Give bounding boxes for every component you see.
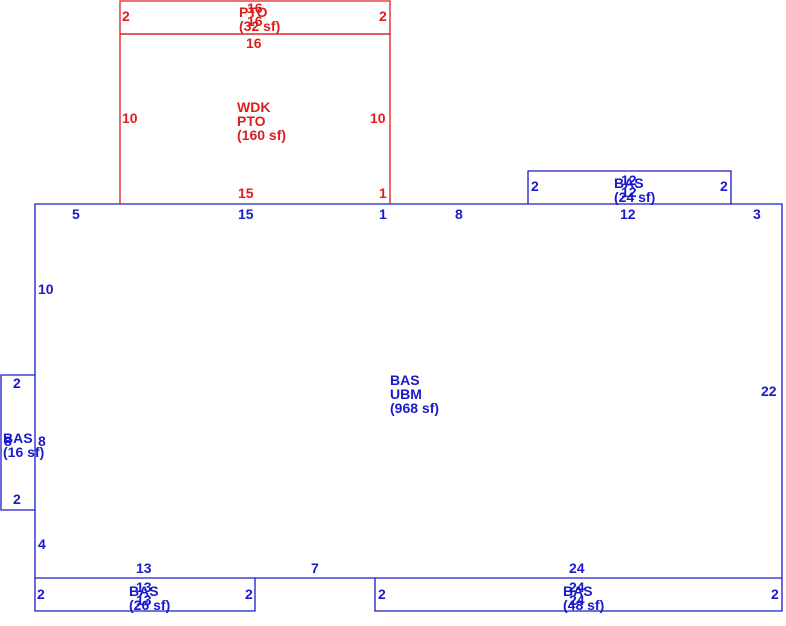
- bump-top-right: 12 BAS 12 (24 sf) 2 2: [527, 170, 732, 205]
- patio-area: 16 PTO 16 (32 sf) 2 2: [119, 0, 391, 35]
- main-dim-bottom-left: 13: [136, 560, 152, 576]
- patio-dim-top: 16: [247, 0, 263, 16]
- main-dim-bottom-mid: 7: [311, 560, 319, 576]
- main-dim-top-right-a: 8: [455, 206, 463, 222]
- bump-left-dim-side-b: 8: [38, 433, 46, 449]
- deck-sublabel: PTO: [237, 113, 266, 129]
- main-dim-left-lower: 4: [38, 536, 46, 552]
- bump-bottom-right-outline: [374, 578, 783, 612]
- bump-bottom-right-dim-top-b: 24: [569, 592, 585, 608]
- bump-left-outline: [0, 374, 35, 511]
- deck-label: WDK: [237, 99, 270, 115]
- deck-area: WDK PTO (160 sf) 16 10 10 15 1: [119, 33, 391, 204]
- main-area-label: BAS: [390, 372, 420, 388]
- bump-top-right-dim-left: 2: [531, 178, 539, 194]
- bump-bottom-left-outline: [34, 578, 256, 612]
- main-area-size: (968 sf): [390, 400, 439, 416]
- main-dim-right: 22: [761, 383, 777, 399]
- deck-dim-left: 10: [122, 110, 138, 126]
- main-area: BAS UBM (968 sf) 5 15 1 8 12 3 10 4 22 1…: [34, 203, 783, 579]
- patio-size: (32 sf): [239, 18, 280, 34]
- bump-bottom-right-size: (48 sf): [563, 597, 604, 613]
- bump-bottom-left-dim-right: 2: [245, 586, 253, 602]
- bump-bottom-right-dim-right: 2: [771, 586, 779, 602]
- patio-outline: [119, 0, 391, 35]
- deck-dim-bottom-a: 15: [238, 185, 254, 201]
- main-dim-top-right-b: 12: [620, 206, 636, 222]
- patio-label: PTO: [239, 4, 268, 20]
- bump-left-label: BAS: [3, 430, 33, 446]
- bump-bottom-right: 24 BAS 24 (48 sf) 2 2: [374, 578, 783, 613]
- bump-bottom-right-label: BAS: [563, 583, 593, 599]
- main-dim-top-mid2: 1: [379, 206, 387, 222]
- deck-dim-bottom-b: 1: [379, 185, 387, 201]
- deck-dim-top: 16: [246, 35, 262, 51]
- bump-left-dim-top: 2: [13, 375, 21, 391]
- main-dim-left-upper: 10: [38, 281, 54, 297]
- deck-dim-right: 10: [370, 110, 386, 126]
- bump-top-right-label: BAS: [614, 175, 644, 191]
- bump-bottom-right-dim-top: 24: [569, 579, 585, 595]
- main-dim-top-right-c: 3: [753, 206, 761, 222]
- bump-top-right-dim-top: 12: [621, 172, 637, 188]
- bump-bottom-left-dim-top: 13: [136, 579, 152, 595]
- bump-left-dim-side: 8: [4, 433, 12, 449]
- bump-left-dim-bottom: 2: [13, 491, 21, 507]
- bump-left-size: (16 sf): [3, 444, 44, 460]
- patio-dim-left: 2: [122, 8, 130, 24]
- main-dim-bottom-right: 24: [569, 560, 585, 576]
- main-dim-top-mid: 15: [238, 206, 254, 222]
- bump-bottom-left-dim-top-b: 13: [136, 592, 152, 608]
- bump-bottom-left-label: BAS: [129, 583, 159, 599]
- bump-bottom-left: 13 BAS 13 (26 sf) 2 2: [34, 578, 256, 613]
- bump-bottom-left-dim-left: 2: [37, 586, 45, 602]
- patio-dim-right: 2: [379, 8, 387, 24]
- bump-top-right-outline: [527, 170, 732, 204]
- patio-dim-top-b: 16: [247, 13, 263, 29]
- bump-bottom-left-size: (26 sf): [129, 597, 170, 613]
- bump-bottom-right-dim-left: 2: [378, 586, 386, 602]
- bump-top-right-size: (24 sf): [614, 189, 655, 205]
- bump-left: 2 BAS 8 8 (16 sf) 2: [0, 374, 46, 511]
- bump-top-right-dim-right: 2: [720, 178, 728, 194]
- bump-top-right-dim-top-b: 12: [621, 184, 637, 200]
- main-area-sublabel: UBM: [390, 386, 422, 402]
- main-dim-top-left: 5: [72, 206, 80, 222]
- deck-size: (160 sf): [237, 127, 286, 143]
